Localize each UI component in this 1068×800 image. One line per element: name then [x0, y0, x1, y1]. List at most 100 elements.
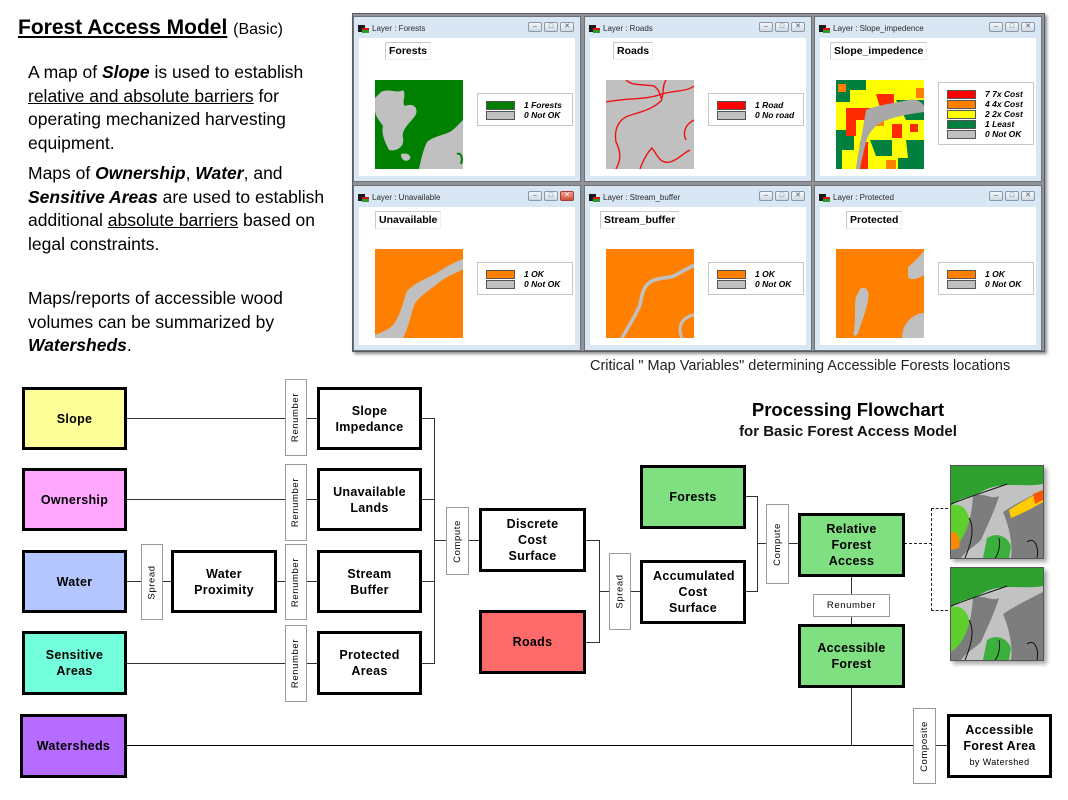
legend-swatch: [717, 279, 746, 289]
legend-label: 0 Not OK: [985, 279, 1022, 289]
minimize-icon[interactable]: –: [759, 191, 773, 201]
window-title-bar[interactable]: Layer : Roads–□✕: [589, 19, 807, 37]
op-renumber-water-proximity[interactable]: Renumber: [285, 544, 307, 620]
result-accessible-forest-area[interactable]: Accessible Forest Area by Watershed: [947, 714, 1052, 778]
connector-line: [631, 591, 641, 592]
window-title-bar[interactable]: Layer : Forests–□✕: [358, 19, 576, 37]
close-icon[interactable]: ✕: [560, 191, 574, 201]
maximize-icon[interactable]: □: [544, 191, 558, 201]
derived-discrete-cost-surface[interactable]: Discrete Cost Surface: [479, 508, 586, 572]
input-sensitive-areas[interactable]: Sensitive Areas: [22, 631, 127, 695]
close-icon[interactable]: ✕: [1021, 22, 1035, 32]
window-title-bar[interactable]: Layer : Stream_buffer–□✕: [589, 188, 807, 206]
connector-line: [127, 745, 913, 746]
op-spread-cost[interactable]: Spread: [609, 553, 631, 630]
legend-swatch: [717, 110, 746, 120]
input-roads[interactable]: Roads: [479, 610, 586, 674]
relative-access-map-image: [951, 466, 1043, 558]
connector-line: [127, 499, 285, 500]
layer-name-label: Roads: [613, 42, 654, 60]
legend-label: 2 2x Cost: [985, 109, 1023, 119]
op-renumber-ownership[interactable]: Renumber: [285, 464, 307, 541]
connector-line: [162, 581, 171, 582]
connector-line: [127, 418, 285, 419]
map-window-stream-buffer[interactable]: Layer : Stream_buffer–□✕Stream_buffer 1 …: [584, 185, 812, 351]
layer-map-image: [836, 80, 924, 169]
legend-label: 0 Not OK: [524, 110, 561, 120]
app-logo-icon: [819, 24, 830, 33]
derived-accumulated-cost-surface[interactable]: Accumulated Cost Surface: [640, 560, 746, 624]
maximize-icon[interactable]: □: [544, 22, 558, 32]
connector-line: [745, 591, 757, 592]
connector-line: [745, 496, 757, 497]
close-icon[interactable]: ✕: [1021, 191, 1035, 201]
box-label: Roads: [512, 635, 553, 649]
connector-line: [599, 591, 609, 592]
connector-line: [936, 745, 947, 746]
legend-swatch: [486, 100, 515, 110]
input-watersheds[interactable]: Watersheds: [20, 714, 127, 778]
legend-item: 0 Not OK: [947, 129, 1027, 139]
text: , and: [243, 163, 283, 183]
legend-swatch: [947, 279, 976, 289]
derived-accessible-forest[interactable]: Accessible Forest: [798, 624, 905, 688]
maximize-icon[interactable]: □: [775, 22, 789, 32]
map-window-slope-impedence[interactable]: Layer : Slope_impedence–□✕Slope_impedenc…: [814, 16, 1042, 182]
legend-label: 1 OK: [524, 269, 544, 279]
derived-protected-areas[interactable]: Protected Areas: [317, 631, 422, 695]
connector-line: [127, 663, 285, 664]
op-composite[interactable]: Composite: [913, 708, 936, 784]
legend-swatch: [947, 269, 976, 279]
op-compute-relative[interactable]: Compute: [766, 504, 789, 584]
minimize-icon[interactable]: –: [989, 191, 1003, 201]
input-forests[interactable]: Forests: [640, 465, 746, 529]
derived-stream-buffer[interactable]: Stream Buffer: [317, 550, 422, 613]
derived-water-proximity[interactable]: Water Proximity: [171, 550, 277, 613]
connector-line: [276, 581, 285, 582]
window-title: Layer : Unavailable: [372, 192, 441, 202]
close-icon[interactable]: ✕: [791, 191, 805, 201]
connector-line: [757, 496, 758, 592]
legend-label: 1 OK: [755, 269, 775, 279]
window-title-bar[interactable]: Layer : Unavailable –□✕: [358, 188, 576, 206]
layer-map-image: [836, 249, 924, 338]
box-label: Water: [56, 574, 93, 589]
connector-line: [585, 642, 599, 643]
op-renumber-accessible[interactable]: Renumber: [813, 594, 890, 617]
window-title-bar[interactable]: Layer : Protected–□✕: [819, 188, 1037, 206]
window-title-bar[interactable]: Layer : Slope_impedence–□✕: [819, 19, 1037, 37]
minimize-icon[interactable]: –: [989, 22, 1003, 32]
maximize-icon[interactable]: □: [775, 191, 789, 201]
close-icon[interactable]: ✕: [560, 22, 574, 32]
maximize-icon[interactable]: □: [1005, 22, 1019, 32]
app-logo-icon: [589, 193, 600, 202]
input-slope[interactable]: Slope: [22, 387, 127, 450]
derived-slope-impedance[interactable]: Slope Impedance: [317, 387, 422, 450]
window-controls: –□✕: [989, 191, 1035, 201]
close-icon[interactable]: ✕: [791, 22, 805, 32]
op-compute-discrete[interactable]: Compute: [446, 507, 469, 575]
input-water[interactable]: Water: [22, 550, 127, 613]
text: Maps/reports of accessible wood volumes …: [28, 288, 283, 332]
minimize-icon[interactable]: –: [528, 191, 542, 201]
input-ownership[interactable]: Ownership: [22, 468, 127, 531]
op-renumber-slope[interactable]: Renumber: [285, 379, 307, 456]
derived-relative-forest-access[interactable]: Relative Forest Access: [798, 513, 905, 577]
legend-item: 1 OK: [717, 269, 797, 279]
maximize-icon[interactable]: □: [1005, 191, 1019, 201]
connector-line: [127, 581, 141, 582]
connector-line: [851, 617, 852, 625]
minimize-icon[interactable]: –: [528, 22, 542, 32]
op-renumber-sensitive[interactable]: Renumber: [285, 625, 307, 702]
legend-item: 0 Not OK: [717, 279, 797, 289]
derived-unavailable-lands[interactable]: Unavailable Lands: [317, 468, 422, 531]
op-spread-water[interactable]: Spread: [141, 544, 163, 620]
minimize-icon[interactable]: –: [759, 22, 773, 32]
